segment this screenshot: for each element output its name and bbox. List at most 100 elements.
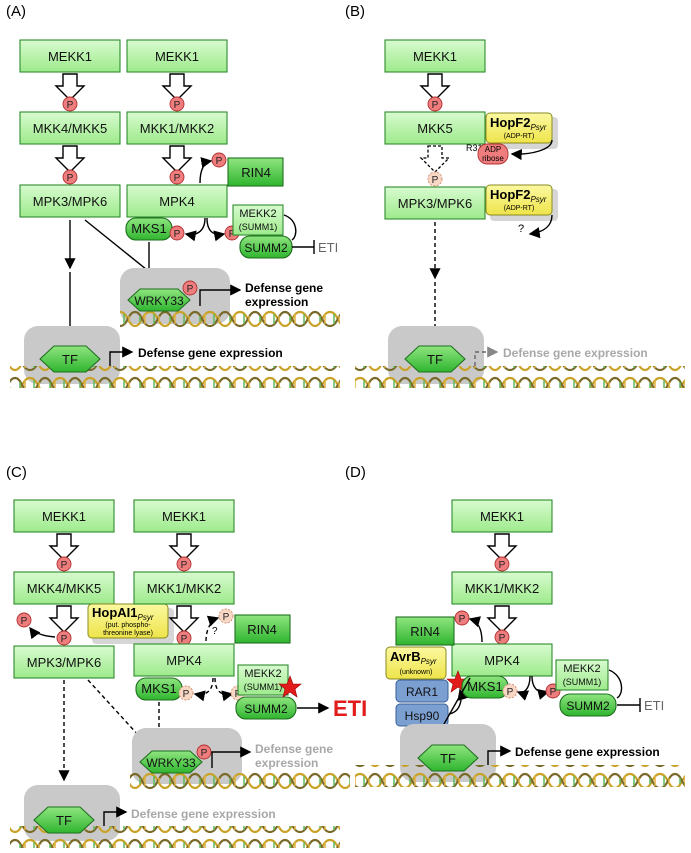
mekk2-phospho-arrow: [531, 675, 550, 700]
phospho-icon: [427, 96, 443, 112]
phospho-icon: [169, 225, 185, 241]
phospho-label: P: [229, 229, 236, 240]
mpk36-label: MPK3/MPK6: [33, 194, 107, 209]
defense-tf-label: Defense gene expression: [138, 346, 283, 360]
mks1-label: MKS1: [467, 679, 502, 694]
tf-label: TF: [62, 352, 78, 367]
phospho-icon: [62, 169, 78, 185]
mkk12-label: MKK1/MKK2: [465, 581, 539, 596]
defense-label-2: expression: [245, 295, 308, 309]
mekk1-label: MEKK1: [480, 509, 524, 524]
phospho-icon: [16, 612, 32, 628]
phospho-label: P: [174, 229, 181, 240]
hopai1-activity: (put. phospho-: [105, 622, 151, 629]
hopf2-sub-2: Psyr: [530, 195, 546, 204]
phospho-label: P: [459, 614, 466, 625]
mpk4-box: [126, 184, 228, 218]
rar1-label: RAR1: [406, 685, 438, 699]
hollow-arrow: [486, 605, 518, 633]
mpk4-label: MPK4: [166, 653, 201, 668]
hopai1-box: [87, 603, 169, 639]
phospho-label: P: [432, 175, 439, 186]
defense-label-2: expression: [255, 756, 318, 770]
rin4-label: RIN4: [247, 622, 277, 637]
hopf2-label-2: HopF2Psyr: [490, 187, 547, 204]
phospho-icon: [56, 630, 72, 646]
mekk1-right-label: MEKK1: [155, 49, 199, 64]
mekk1-box: [451, 499, 553, 533]
mkk12-label: MKK1/MKK2: [140, 121, 214, 136]
hopf2-arrow-2: [528, 214, 553, 239]
mks1-phospho-arrow: [516, 675, 531, 701]
rin4-phospho-arrow: [205, 615, 220, 642]
phospho-label: P: [67, 100, 74, 111]
hollow-arrow: [161, 145, 193, 173]
dna-strand: [10, 366, 340, 388]
phospho-icon: [169, 169, 185, 185]
hollow-arrow: [168, 605, 200, 633]
dna-strand: [355, 366, 685, 388]
wrky33-label: WRKY33: [134, 294, 184, 308]
hopf2-name-2: HopF2: [490, 187, 530, 202]
rar1-box: [395, 679, 449, 703]
mpk36-box: [19, 184, 121, 218]
mkk45-label: MKK4/MKK5: [33, 121, 107, 136]
tf-output-arrow: [103, 806, 128, 826]
mekk1-label: MEKK1: [413, 49, 457, 64]
hollow-arrow: [161, 73, 193, 101]
mekk2-sub-label: (SUMM1): [239, 222, 278, 232]
question-mark: ?: [518, 223, 524, 235]
avrb-sub: Psyr: [421, 657, 437, 666]
avrb-box: [385, 646, 447, 680]
tf-output-arrow: [109, 346, 134, 366]
hopf2-activity: (ADP-RT): [504, 133, 535, 140]
defense-label: Defense gene: [245, 281, 323, 295]
phospho-removal-arrow: [29, 626, 56, 640]
phospho-label: P: [223, 612, 230, 623]
mekk1-left-label: MEKK1: [48, 49, 92, 64]
mkk12-box: [126, 111, 228, 145]
mekk1-left-box: [19, 39, 121, 73]
dna-strand: [355, 765, 685, 787]
mkk45-box: [19, 111, 121, 145]
panel-c: (C) MEKK1 P MKK4/MKK5 P P MPK3/MPK6 HopA…: [6, 464, 367, 848]
mekk2-box: [232, 204, 284, 236]
phospho-icon: [196, 744, 212, 760]
phospho-label: P: [499, 560, 506, 571]
hopf2-box: [485, 112, 553, 144]
phospho-label: P: [183, 689, 190, 700]
hopf2-activity-2: (ADP-RT): [504, 205, 535, 212]
mkk45-label: MKK4/MKK5: [27, 581, 101, 596]
hopf2-arrow: [510, 139, 553, 161]
mekk2-box: [237, 664, 289, 696]
panel-d: (D) MEKK1 P MKK1/MKK2 P MPK4 RIN4 P AvrB…: [345, 464, 685, 787]
mpk36-label: MPK3/MPK6: [398, 196, 472, 211]
mkk12-box: [451, 571, 553, 605]
ribose-label: ribose: [482, 154, 504, 163]
mekk2-summ2-link: [283, 214, 297, 241]
wrky33-label: WRKY33: [146, 756, 196, 770]
mekk2-sub-label: (SUMM1): [244, 682, 283, 692]
mks1-label: MKS1: [131, 221, 166, 236]
phospho-label: P: [499, 633, 506, 644]
tf-label: TF: [440, 751, 456, 766]
phospho-label: P: [216, 156, 223, 167]
tf-output-arrow: [474, 346, 499, 366]
phospho-icon: [182, 280, 198, 296]
hollow-arrow: [48, 605, 80, 633]
phospho-label: P: [61, 634, 68, 645]
tf-output-arrow: [487, 745, 512, 765]
rin4-label: RIN4: [410, 624, 440, 639]
rin4-box: [227, 157, 284, 187]
dna-strand: [10, 826, 340, 848]
panel-a-label: (A): [6, 3, 26, 20]
mkk5-label: MKK5: [417, 121, 452, 136]
tf-box: [39, 345, 101, 373]
summ2-box: [559, 693, 617, 717]
rin4-label: RIN4: [241, 165, 271, 180]
mpk4-box: [451, 643, 553, 677]
mks1-phospho-arrow: [184, 217, 206, 242]
panel-d-label: (D): [345, 464, 366, 481]
defense-label: Defense gene: [255, 742, 333, 756]
